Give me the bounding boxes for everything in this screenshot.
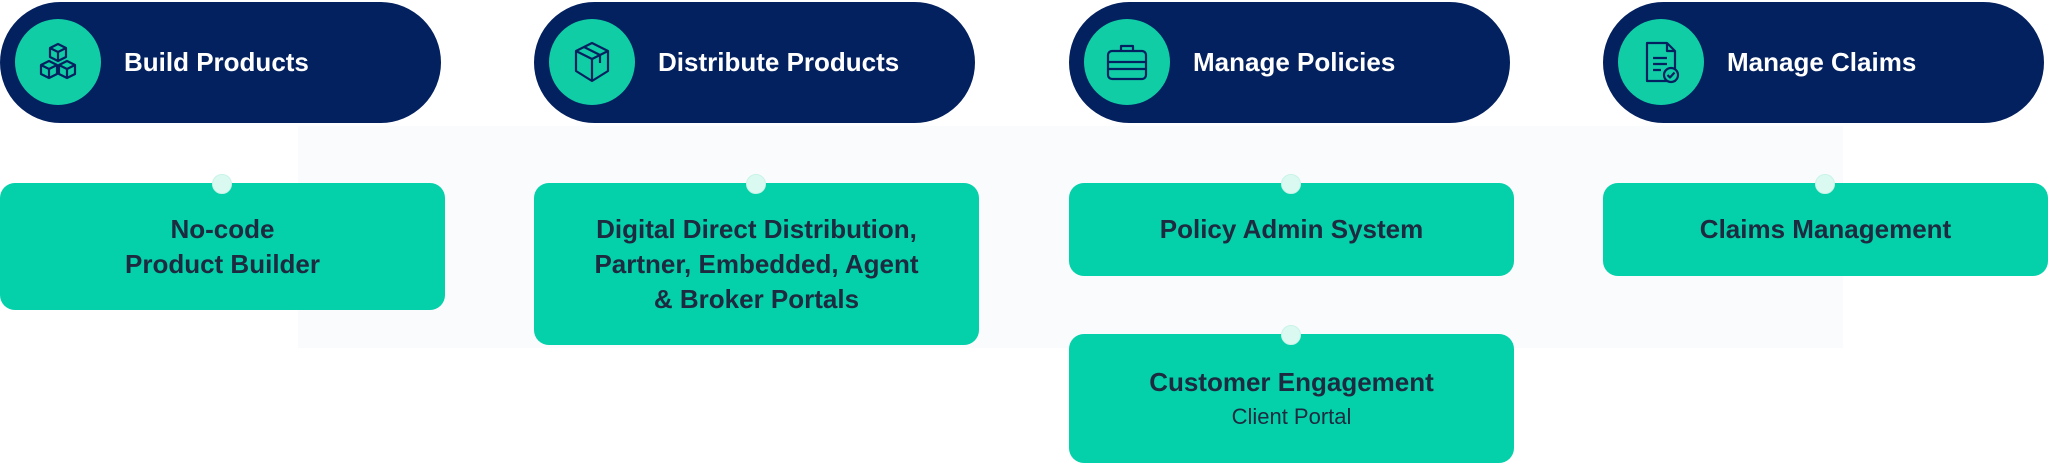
card-title: Claims Management — [1699, 214, 1952, 244]
column-distribute-products: Distribute Products Digital Direct Distr… — [534, 0, 979, 464]
connector-dot — [1281, 325, 1301, 345]
heading-label: Distribute Products — [658, 47, 900, 77]
column-manage-claims: Manage Claims Claims Management — [1603, 0, 2048, 464]
card-claims-management: Claims Management — [1603, 183, 2048, 276]
column-manage-policies: Manage Policies Policy Admin System Cust… — [1069, 0, 1514, 464]
card-digital-distribution: Digital Direct Distribution, Partner, Em… — [534, 183, 979, 345]
connector-dot — [212, 174, 232, 194]
card-no-code-product-builder: No-code Product Builder — [0, 183, 445, 310]
package-icon — [549, 19, 635, 105]
heading-pill: Manage Policies — [1069, 2, 1510, 123]
heading-pill: Build Products — [0, 2, 441, 123]
card-title: Policy Admin System — [1159, 214, 1424, 244]
heading-label: Manage Policies — [1193, 47, 1396, 77]
card-policy-admin-system: Policy Admin System — [1069, 183, 1514, 276]
card-title: No-code Product Builder — [124, 213, 320, 279]
connector-dot — [1281, 174, 1301, 194]
briefcase-icon — [1084, 19, 1170, 105]
heading-label: Manage Claims — [1727, 47, 1917, 77]
card-title: Customer Engagement — [1149, 367, 1434, 397]
claim-document-icon — [1618, 19, 1704, 105]
column-build-products: Build Products No-code Product Builder — [0, 0, 445, 464]
heading-pill: Manage Claims — [1603, 2, 2044, 123]
card-subtitle: Client Portal — [1231, 404, 1352, 429]
heading-label: Build Products — [124, 47, 309, 77]
connector-dot — [746, 174, 766, 194]
boxes-icon — [15, 19, 101, 105]
connector-dot — [1815, 174, 1835, 194]
card-customer-engagement: Customer Engagement Client Portal — [1069, 334, 1514, 463]
card-title: Digital Direct Distribution, Partner, Em… — [594, 213, 919, 314]
heading-pill: Distribute Products — [534, 2, 975, 123]
